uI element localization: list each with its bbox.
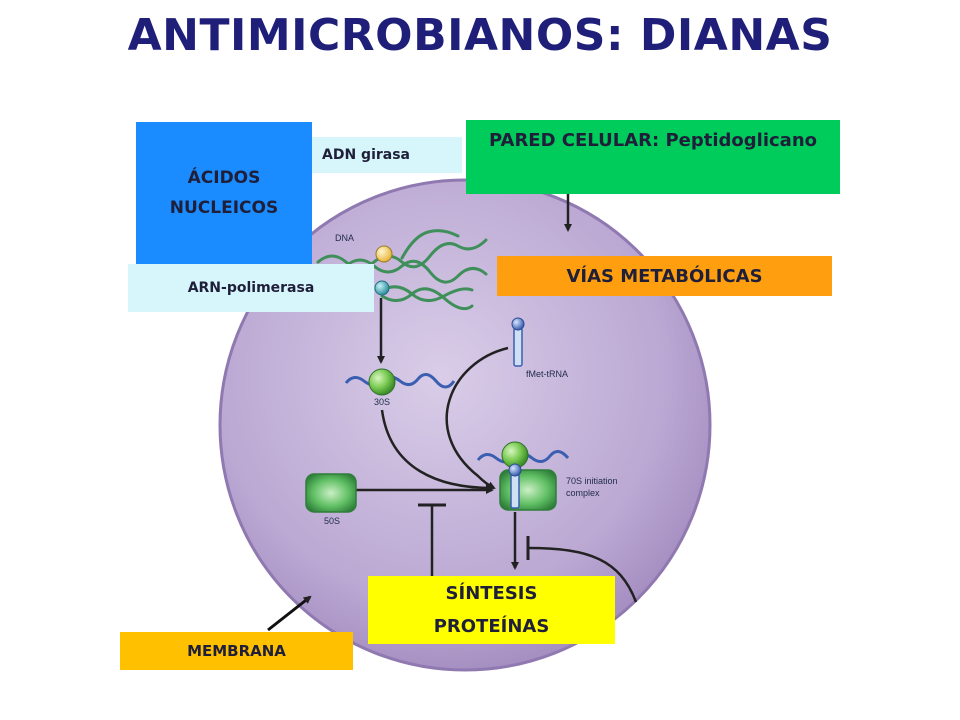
pared-celular-box: PARED CELULAR: Peptidoglicano xyxy=(466,120,840,194)
arn-polimerasa-box: ARN-polimerasa xyxy=(128,264,374,312)
fmet-trna-label: fMet-tRNA xyxy=(526,369,568,379)
vias-metabolicas-box: VÍAS METABÓLICAS xyxy=(497,256,832,296)
rna-polymerase-enzyme xyxy=(374,280,390,296)
inhibition-bar-left xyxy=(418,503,446,580)
dna-label: DNA xyxy=(335,233,354,243)
30s-label: 30S xyxy=(374,397,390,407)
70s-initiation-complex xyxy=(476,441,570,511)
acidos-nucleicos-box: ÁCIDOS NUCLEICOS xyxy=(136,122,312,264)
70s-label-line2: complex xyxy=(566,488,600,498)
50s-subunit xyxy=(305,473,357,513)
sintesis-proteinas-box: SÍNTESIS PROTEÍNAS xyxy=(368,576,615,644)
page-title: ANTIMICROBIANOS: DIANAS xyxy=(127,10,833,61)
50s-label: 50S xyxy=(324,516,340,526)
trna-to-70s-arrow xyxy=(445,346,509,490)
30s-subunit xyxy=(344,368,456,396)
adn-girasa-box: ADN girasa xyxy=(312,137,462,173)
dna-helix xyxy=(316,229,488,311)
membrane-arrow xyxy=(267,595,312,632)
dna-gyrase-enzyme xyxy=(375,245,393,263)
inhibition-bar-right xyxy=(526,536,638,603)
fmet-trna xyxy=(511,317,525,367)
30s-to-70s-arrow xyxy=(380,409,494,492)
70s-label-line1: 70S initiation xyxy=(566,476,618,486)
membrana-box: MEMBRANA xyxy=(120,632,353,670)
